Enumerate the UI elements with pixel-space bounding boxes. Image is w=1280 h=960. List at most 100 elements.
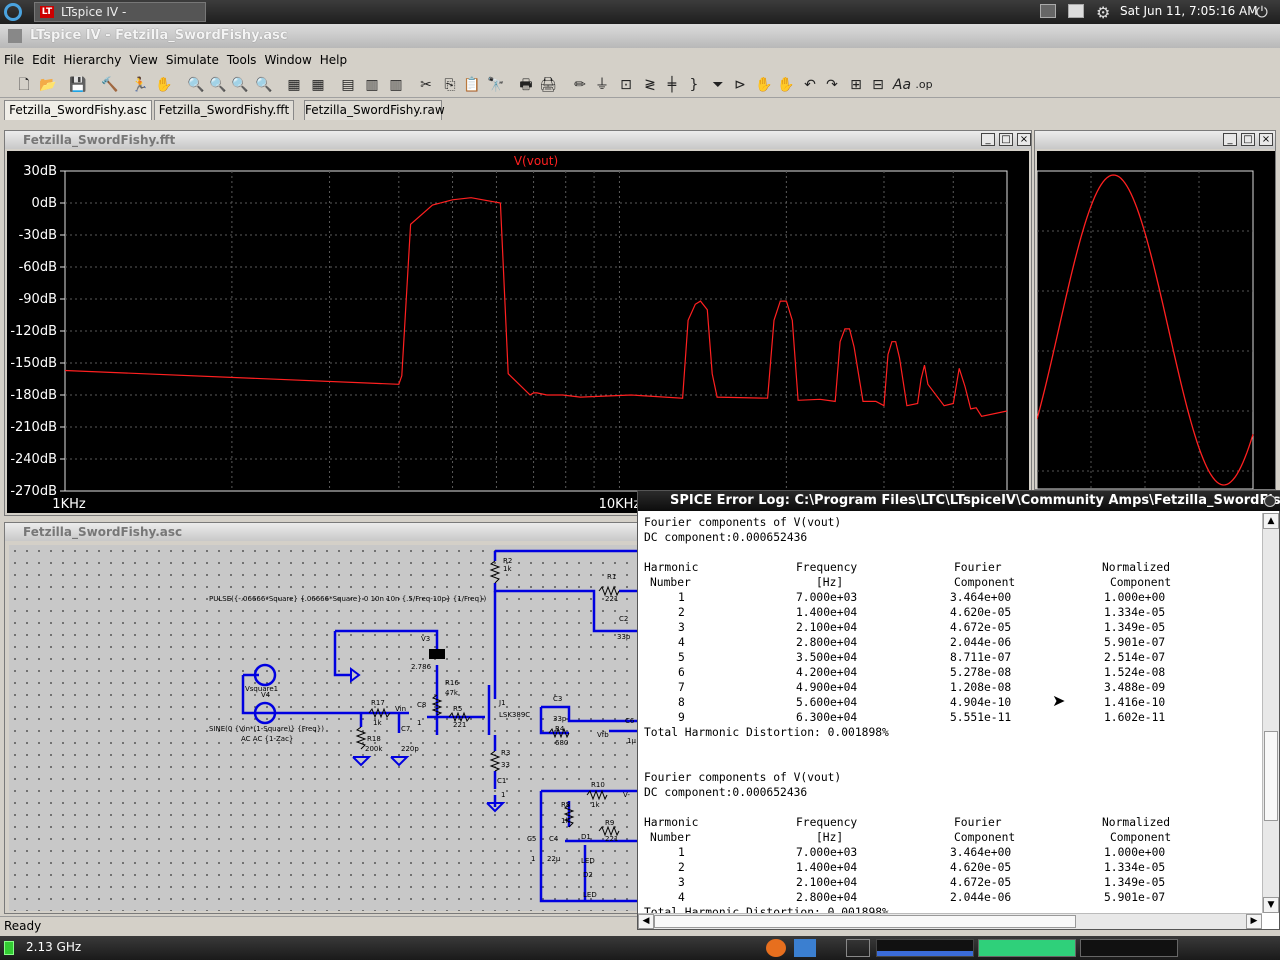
- menu-simulate[interactable]: Simulate: [165, 53, 219, 67]
- undo-icon[interactable]: ↶: [804, 77, 816, 93]
- paste-icon[interactable]: 📋: [463, 77, 481, 93]
- wave-maximize-button[interactable]: □: [1241, 133, 1255, 146]
- workspace-switcher[interactable]: [846, 939, 870, 957]
- log-col-header: Component: [1110, 576, 1172, 589]
- menu-edit[interactable]: Edit: [32, 53, 56, 67]
- tile-horizontal-icon[interactable]: ▤: [341, 77, 355, 93]
- horizontal-scrollbar[interactable]: ◀ ▶: [638, 913, 1262, 929]
- zoom-in-icon[interactable]: 🔍: [187, 77, 205, 93]
- window-list-icon[interactable]: [1068, 4, 1084, 18]
- svg-text:1: 1: [531, 855, 535, 863]
- new-schematic-icon[interactable]: 🗋: [18, 77, 30, 93]
- zoom-fit-icon[interactable]: 🔍: [255, 77, 273, 93]
- log-blank: [644, 755, 1254, 770]
- vertical-scrollbar[interactable]: ▲ ▼: [1262, 513, 1279, 913]
- drag-icon[interactable]: ✋: [777, 77, 795, 93]
- log-thd: Total Harmonic Distortion: 0.001898%: [644, 725, 1254, 740]
- open-icon[interactable]: 📂: [39, 77, 57, 93]
- delete-trace-icon[interactable]: ▦: [311, 77, 325, 93]
- fft-chart[interactable]: 30dB0dB-30dB-60dB-90dB-120dB-150dB-180dB…: [7, 151, 1029, 513]
- zoom-out-icon[interactable]: 🔍: [231, 77, 249, 93]
- app-launcher-icon[interactable]: [794, 939, 816, 957]
- log-cell: 4: [678, 891, 685, 904]
- ground-icon[interactable]: ⏚: [595, 77, 609, 93]
- copy-icon[interactable]: ⎘: [444, 77, 456, 93]
- menu-view[interactable]: View: [129, 53, 158, 67]
- log-dc-text: DC component:0.000652436: [644, 786, 808, 799]
- scroll-down-arrow-icon[interactable]: ▼: [1263, 897, 1279, 913]
- control-panel-icon[interactable]: 🔨: [101, 77, 119, 93]
- log-cell: 1.349e-05: [1104, 621, 1166, 634]
- log-col-header: Number: [650, 831, 691, 844]
- close-button[interactable]: ×: [1017, 133, 1031, 146]
- minimize-button[interactable]: _: [981, 133, 995, 146]
- scroll-up-arrow-icon[interactable]: ▲: [1263, 513, 1279, 529]
- firefox-icon[interactable]: [766, 939, 786, 957]
- error-log-text[interactable]: Fourier components of V(vout) DC componen…: [644, 515, 1254, 920]
- tab-fft[interactable]: Fetzilla_SwordFishy.fft: [154, 100, 294, 120]
- mirror-icon[interactable]: ⊟: [872, 77, 884, 93]
- wave-close-button[interactable]: ×: [1259, 133, 1273, 146]
- cascade-icon[interactable]: ▥: [365, 77, 379, 93]
- schematic-canvas[interactable]: PULSE({-.06666*Square} {.06666*Square} 0…: [9, 545, 637, 911]
- label-net-icon[interactable]: ⊡: [620, 77, 632, 93]
- scroll-left-arrow-icon[interactable]: ◀: [638, 914, 654, 929]
- waveform-chart[interactable]: [1036, 151, 1275, 490]
- schematic-drawing[interactable]: PULSE({-.06666*Square} {.06666*Square} 0…: [9, 545, 637, 911]
- capacitor-icon[interactable]: ╪: [667, 77, 677, 93]
- diode-icon[interactable]: ⏷: [712, 77, 724, 93]
- pan-icon[interactable]: 🔍: [209, 77, 227, 93]
- log-dc: DC component:0.000652436: [644, 785, 1254, 800]
- menu-file[interactable]: File: [4, 53, 25, 67]
- print-icon[interactable]: 🖨: [539, 77, 557, 93]
- inductor-icon[interactable]: }: [689, 77, 699, 93]
- move-icon[interactable]: ✋: [755, 77, 773, 93]
- maximize-button[interactable]: □: [999, 133, 1013, 146]
- spice-directive-icon[interactable]: .op: [915, 78, 933, 91]
- menu-help[interactable]: Help: [319, 53, 348, 67]
- menu-tools[interactable]: Tools: [226, 53, 257, 67]
- save-icon[interactable]: 💾: [69, 77, 87, 93]
- cut-icon[interactable]: ✂: [420, 77, 432, 93]
- print-setup-icon[interactable]: 🖶: [519, 77, 533, 93]
- log-cell: 4: [678, 636, 685, 649]
- power-icon[interactable]: ⏻: [1256, 3, 1268, 21]
- wave-minimize-button[interactable]: _: [1223, 133, 1237, 146]
- vertical-scroll-thumb[interactable]: [1264, 731, 1278, 821]
- halt-icon[interactable]: ✋: [155, 77, 173, 93]
- menu-window[interactable]: Window: [264, 53, 312, 67]
- horizontal-scroll-thumb[interactable]: [654, 915, 1076, 928]
- y-tick-label: -120dB: [10, 324, 57, 339]
- x-tick-label: 10KHz: [599, 497, 641, 512]
- os-menu-icon[interactable]: [4, 3, 22, 21]
- tab-raw[interactable]: Fetzilla_SwordFishy.raw: [304, 100, 445, 120]
- component-icon[interactable]: ⊳: [734, 77, 746, 93]
- run-icon[interactable]: 🏃: [131, 77, 149, 93]
- rotate-icon[interactable]: ⊞: [850, 77, 862, 93]
- svg-text:R1: R1: [607, 573, 616, 581]
- resistor-icon[interactable]: ≷: [644, 77, 656, 93]
- taskbar-button-ltspice[interactable]: LT LTspice IV - Fetzilla_Sw...: [34, 2, 206, 37]
- display-icon[interactable]: [1040, 4, 1056, 18]
- log-heading-text: Fourier components of V(vout): [644, 516, 842, 529]
- pulse-label: PULSE({-.06666*Square} {.06666*Square} 0…: [209, 595, 486, 603]
- wire-icon[interactable]: ✏: [574, 77, 586, 93]
- clock[interactable]: Sat Jun 11, 7:05:16 AM: [1120, 4, 1258, 18]
- waveform-plot-area[interactable]: [1036, 151, 1275, 490]
- network-icon[interactable]: ⚙: [1096, 3, 1111, 22]
- menu-hierarchy[interactable]: Hierarchy: [63, 53, 122, 67]
- tab-asc[interactable]: Fetzilla_SwordFishy.asc: [4, 100, 152, 120]
- tile-vertical-icon[interactable]: ▥: [389, 77, 403, 93]
- svg-text:C7: C7: [401, 725, 410, 733]
- log-cell: 5.600e+04: [796, 696, 858, 709]
- scroll-right-arrow-icon[interactable]: ▶: [1246, 914, 1262, 929]
- find-icon[interactable]: 🔭: [487, 77, 505, 93]
- svg-text:R18: R18: [367, 735, 381, 743]
- schematic-grounds: [352, 756, 506, 813]
- autorange-icon[interactable]: ▦: [287, 77, 301, 93]
- text-icon[interactable]: Aa: [892, 77, 912, 93]
- error-log-close-icon[interactable]: [1264, 495, 1276, 507]
- redo-icon[interactable]: ↷: [826, 77, 838, 93]
